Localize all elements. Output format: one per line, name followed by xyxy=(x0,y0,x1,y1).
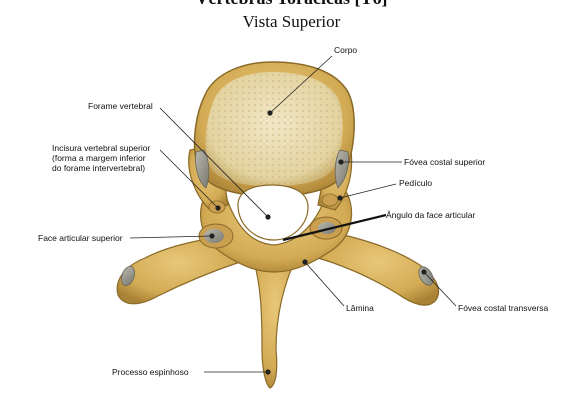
label-angulo-face-articular: Ângulo da face articular xyxy=(386,210,476,220)
left-transverse-process xyxy=(116,234,241,305)
label-incisura-line3: do forame intervertebral) xyxy=(52,163,146,173)
leader-fovea-transversa xyxy=(423,271,457,307)
label-fovea-costal-superior: Fóvea costal superior xyxy=(404,157,486,167)
label-face-articular-superior: Face articular superior xyxy=(38,233,123,243)
label-forame-vertebral: Forame vertebral xyxy=(88,101,153,111)
page-subtitle: Vista Superior xyxy=(242,12,341,31)
label-incisura-line1: Incisura vertebral superior xyxy=(52,143,151,153)
title-header: Vértebras Torácicas [T6] xyxy=(0,0,583,10)
leader-face-articular xyxy=(129,235,213,239)
label-incisura-vertebral-superior: Incisura vertebral superior (forma a mar… xyxy=(52,143,150,173)
label-fovea-costal-transversa: Fóvea costal transversa xyxy=(458,303,549,313)
leader-incisura xyxy=(159,149,219,209)
label-lamina: Lâmina xyxy=(346,303,374,313)
leader-corpo xyxy=(269,55,333,114)
neural-arch xyxy=(200,179,353,273)
vertebral-foramen xyxy=(237,184,309,241)
right-transverse-process xyxy=(317,231,440,306)
left-transverse-costal-facet xyxy=(121,265,135,287)
spinous-process xyxy=(249,249,301,389)
label-incisura-line2: (forma a margem inferior xyxy=(52,153,146,163)
left-superior-costal-facet xyxy=(195,149,210,189)
label-processo-espinhoso: Processo espinhoso xyxy=(112,367,189,377)
right-superior-costal-facet xyxy=(334,149,349,189)
leader-forame xyxy=(159,107,269,218)
page-title: Vértebras Torácicas [T6] xyxy=(0,0,583,9)
label-corpo: Corpo xyxy=(334,45,358,55)
label-pediculo: Pedículo xyxy=(399,178,433,188)
angle-articular-marker xyxy=(282,213,387,242)
leader-lamina xyxy=(304,261,345,307)
leader-pediculo xyxy=(339,183,397,199)
